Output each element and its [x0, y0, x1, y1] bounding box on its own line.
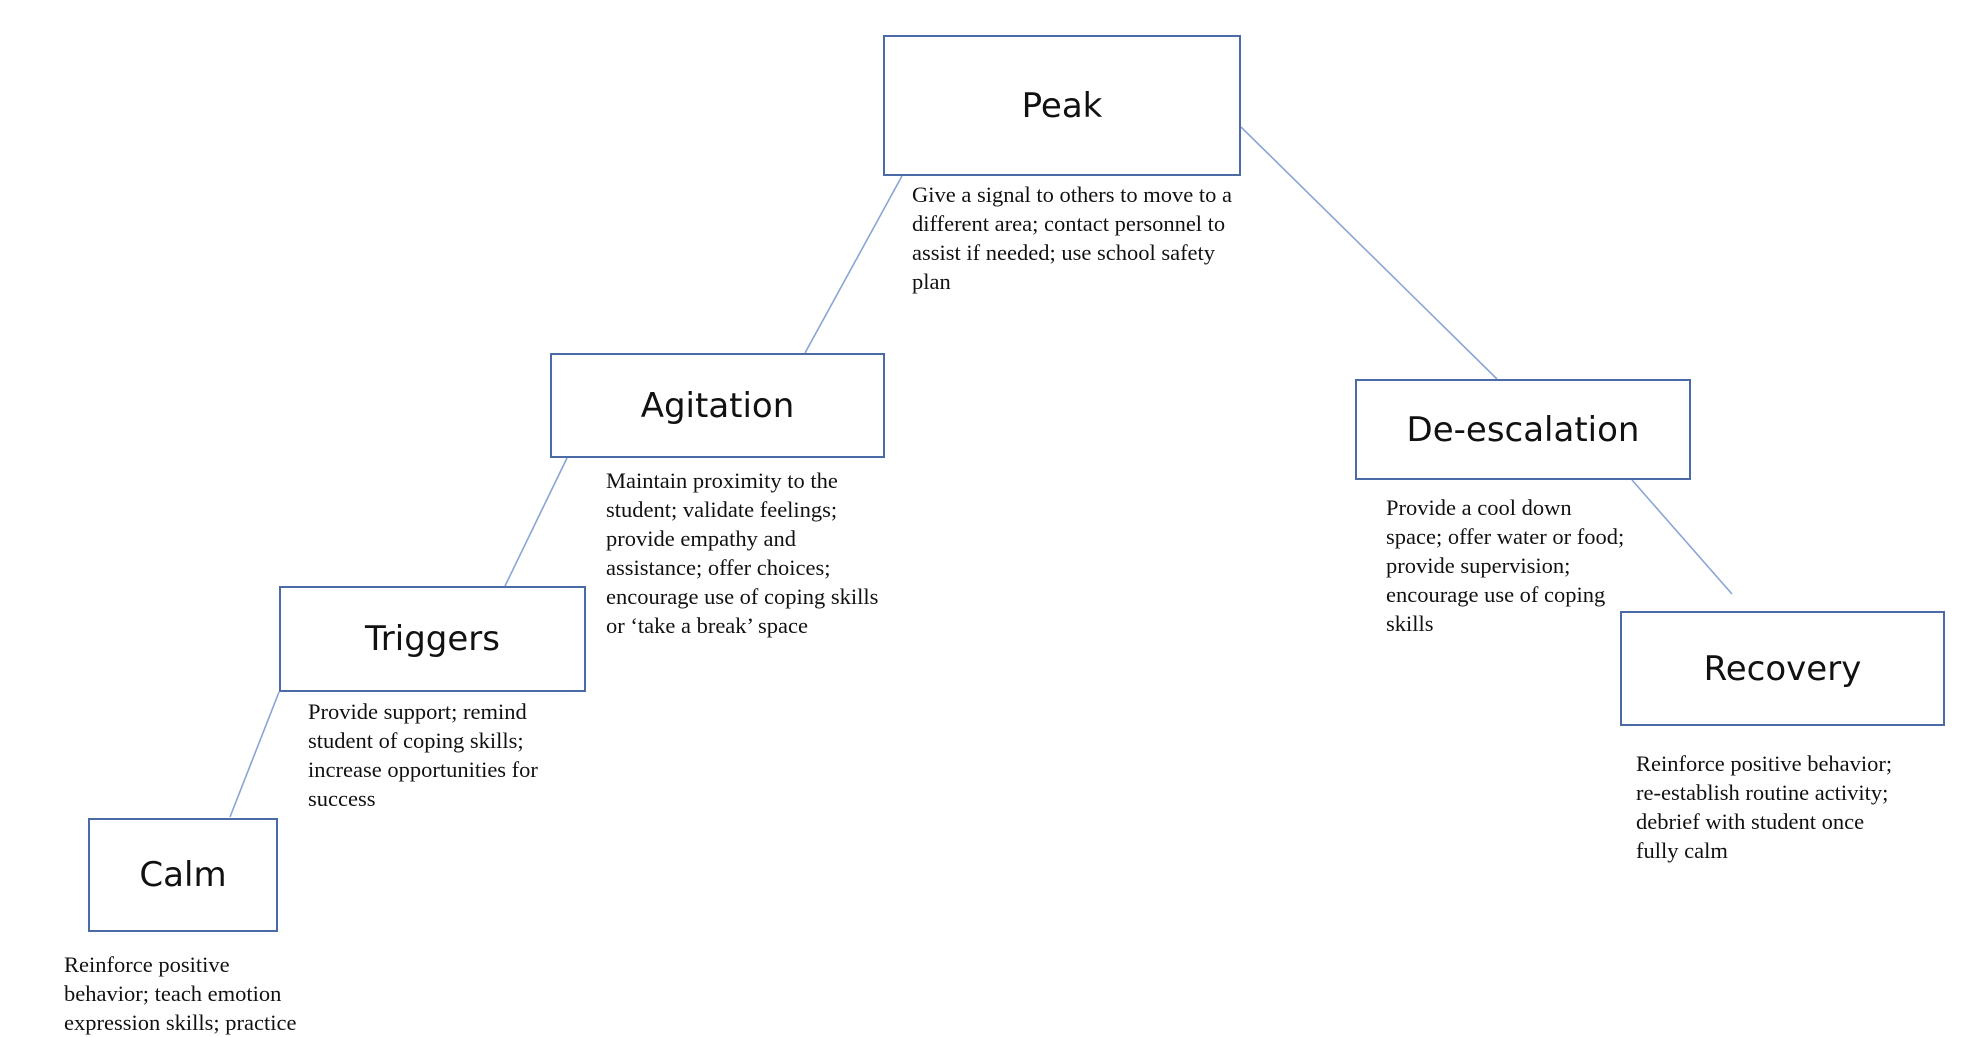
stage-note-triggers: Provide support; remind student of copin… — [308, 697, 538, 813]
stage-box-recovery: Recovery — [1620, 611, 1945, 726]
stage-title-calm: Calm — [139, 855, 227, 895]
note-line: behavior; teach emotion — [64, 981, 282, 1006]
note-line: student of coping skills; — [308, 728, 524, 753]
note-line: Reinforce positive — [64, 952, 230, 977]
note-line: assistance; offer choices; — [606, 555, 831, 580]
note-line: debrief with student once — [1636, 809, 1865, 834]
note-line: expression skills; practice — [64, 1010, 297, 1035]
note-line: or ‘take a break’ space — [606, 613, 808, 638]
stage-note-recovery: Reinforce positive behavior; re-establis… — [1636, 749, 1892, 865]
note-line: skills — [1386, 611, 1434, 636]
stage-box-agitation: Agitation — [550, 353, 885, 458]
stage-box-peak: Peak — [883, 35, 1241, 176]
note-line: increase opportunities for — [308, 757, 538, 782]
note-line: plan — [912, 269, 951, 294]
stage-title-agitation: Agitation — [640, 385, 795, 426]
stage-note-deescalation: Provide a cool down space; offer water o… — [1386, 493, 1624, 638]
stage-title-peak: Peak — [1021, 85, 1103, 126]
note-line: Provide a cool down — [1386, 495, 1572, 520]
note-line: provide supervision; — [1386, 553, 1571, 578]
stage-box-calm: Calm — [88, 818, 278, 932]
stage-note-calm: Reinforce positive behavior; teach emoti… — [64, 950, 296, 1037]
stage-title-recovery: Recovery — [1703, 648, 1862, 689]
connector-peak-deescalation — [1240, 126, 1498, 380]
note-line: different area; contact personnel to — [912, 211, 1226, 236]
note-line: assist if needed; use school safety — [912, 240, 1216, 265]
note-line: encourage use of coping — [1386, 582, 1606, 607]
connector-triggers-agitation — [504, 457, 568, 587]
stage-box-deescalation: De-escalation — [1355, 379, 1691, 480]
connector-agitation-peak — [804, 175, 903, 354]
stage-title-deescalation: De-escalation — [1406, 409, 1640, 450]
note-line: Give a signal to others to move to a — [912, 182, 1232, 207]
note-line: Provide support; remind — [308, 699, 527, 724]
note-line: encourage use of coping skills — [606, 584, 879, 609]
note-line: Maintain proximity to the — [606, 468, 838, 493]
note-line: fully calm — [1636, 838, 1728, 863]
stage-box-triggers: Triggers — [279, 586, 586, 692]
stage-note-agitation: Maintain proximity to the student; valid… — [606, 466, 878, 640]
connector-calm-triggers — [229, 691, 280, 818]
stage-title-triggers: Triggers — [365, 619, 500, 659]
note-line: provide empathy and — [606, 526, 796, 551]
note-line: student; validate feelings; — [606, 497, 838, 522]
note-line: re-establish routine activity; — [1636, 780, 1889, 805]
note-line: space; offer water or food; — [1386, 524, 1625, 549]
note-line: success — [308, 786, 376, 811]
connector-deescalation-recovery — [1631, 479, 1733, 595]
note-line: Reinforce positive behavior; — [1636, 751, 1893, 776]
stage-note-peak: Give a signal to others to move to a dif… — [912, 180, 1232, 296]
